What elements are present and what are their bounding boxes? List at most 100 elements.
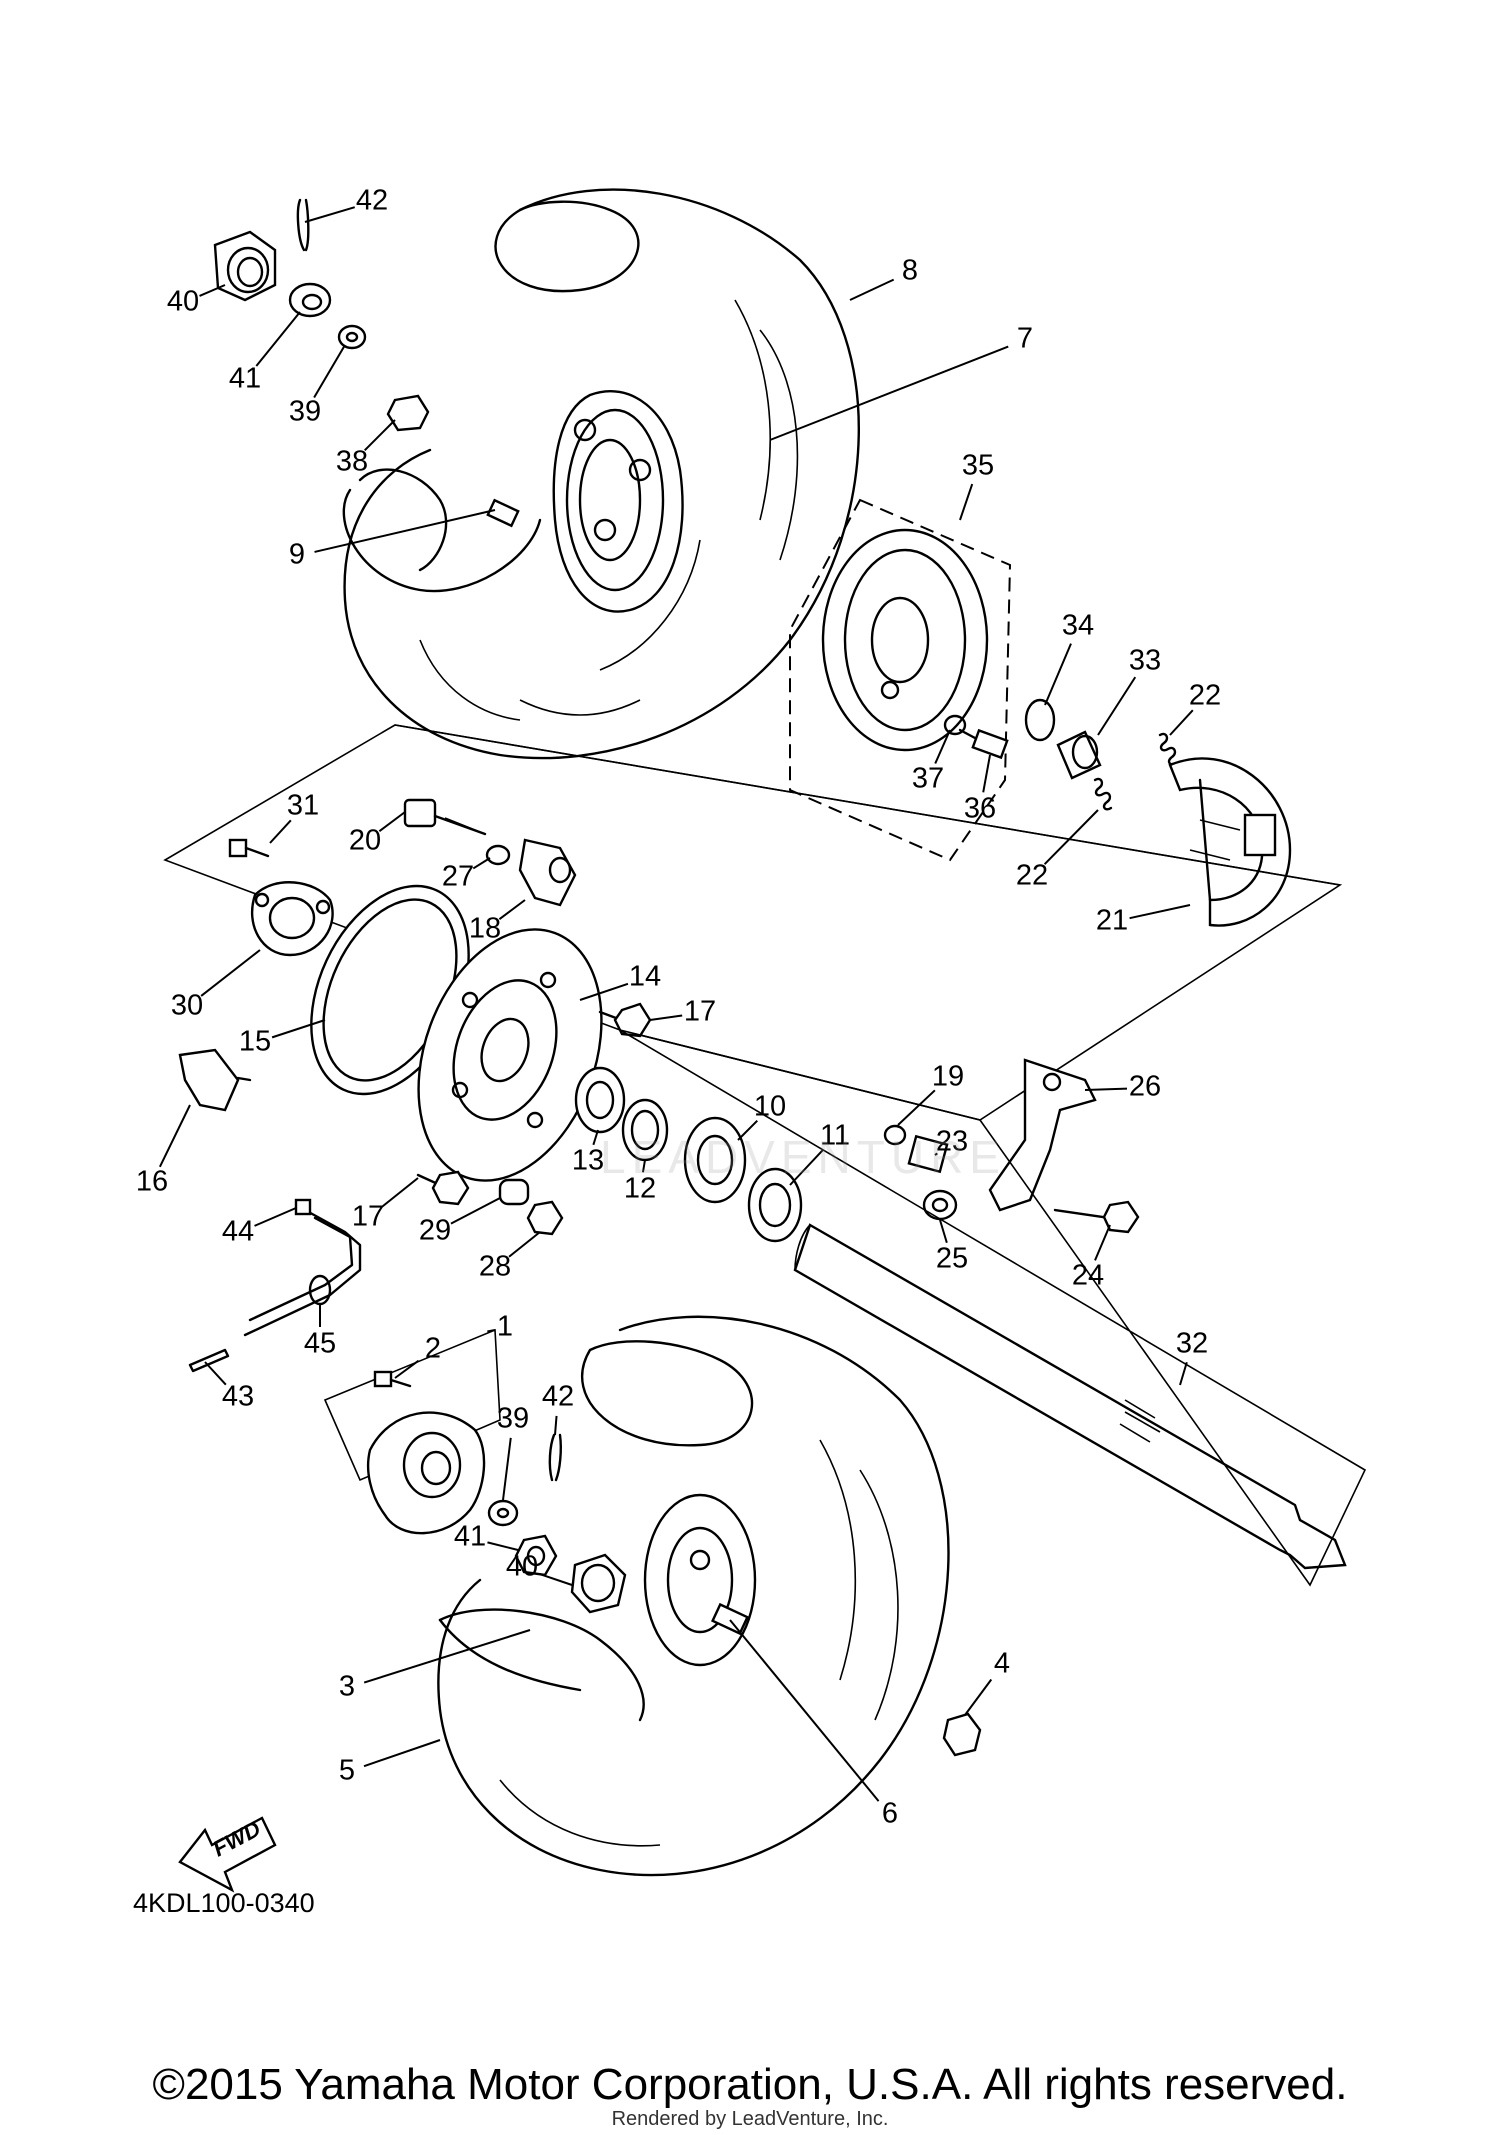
callout-38: 38: [336, 446, 368, 478]
callout-20: 20: [349, 825, 381, 857]
callout-8: 8: [902, 255, 918, 287]
leader-line-36: [982, 754, 991, 793]
callout-27: 27: [442, 861, 474, 893]
callout-13: 13: [572, 1145, 604, 1177]
callout-17a: 17: [684, 996, 716, 1028]
leader-line-31: [269, 819, 292, 844]
callout-18: 18: [469, 913, 501, 945]
bolt-17b: [416, 1170, 470, 1206]
callout-42a: 42: [356, 185, 388, 217]
leader-line-6: [729, 1619, 880, 1802]
washer-39-bottom: [487, 1499, 519, 1527]
leader-line-24: [1094, 1224, 1111, 1261]
pin-43: [188, 1348, 230, 1373]
callout-1: 1: [497, 1311, 513, 1343]
collar-25: [922, 1189, 958, 1221]
leader-line-44: [254, 1207, 297, 1227]
leader-line-28: [508, 1231, 541, 1258]
callout-45: 45: [304, 1328, 336, 1360]
brake-shoe: [1168, 757, 1292, 927]
leader-line-35: [959, 483, 974, 521]
plate-30: [250, 881, 334, 957]
copyright-notice: ©2015 Yamaha Motor Corporation, U.S.A. A…: [152, 2060, 1348, 2109]
leader-line-20: [378, 811, 406, 833]
leader-line-29: [450, 1197, 501, 1225]
callout-16: 16: [136, 1166, 168, 1198]
callout-14: 14: [629, 961, 661, 993]
leader-line-32: [1179, 1361, 1188, 1386]
callout-34: 34: [1062, 610, 1094, 642]
callout-11: 11: [820, 1120, 850, 1152]
leader-line-2: [394, 1359, 420, 1379]
callout-33: 33: [1129, 645, 1161, 677]
callout-26: 26: [1129, 1071, 1161, 1103]
o-ring-37: [943, 714, 967, 736]
lower-tire: [437, 1315, 950, 1877]
callout-43: 43: [222, 1381, 254, 1413]
callout-25: 25: [936, 1243, 968, 1275]
upper-rim: [342, 390, 684, 613]
callout-44: 44: [222, 1216, 254, 1248]
bracket-18: [518, 838, 577, 907]
bearing-10: [683, 1116, 747, 1204]
leader-line-1: [487, 1329, 496, 1333]
leader-line-40b: [538, 1572, 573, 1586]
leader-line-42a: [304, 206, 356, 223]
callout-10: 10: [754, 1091, 786, 1123]
leader-line-16: [158, 1104, 191, 1168]
castle-nut-top: [213, 230, 277, 302]
brake-drum: [821, 528, 989, 752]
drum-assembly-box: [789, 498, 1012, 862]
leader-line-18: [498, 899, 526, 921]
leader-line-25: [939, 1219, 948, 1244]
leader-line-5: [363, 1739, 441, 1768]
callout-30: 30: [171, 990, 203, 1022]
axle-outline: [619, 1029, 1367, 1587]
leader-line-30: [200, 949, 261, 997]
leader-line-11: [789, 1149, 824, 1186]
leader-line-13: [592, 1129, 599, 1146]
seal-11: [747, 1167, 803, 1243]
leader-line-43: [204, 1361, 227, 1386]
bolt-17a: [598, 1002, 652, 1038]
callout-37: 37: [912, 763, 944, 795]
leader-line-42b: [554, 1415, 558, 1436]
watermark: LEADVENTURE: [600, 1131, 1006, 1183]
callout-40a: 40: [167, 286, 199, 318]
callout-12: 12: [624, 1173, 656, 1205]
brake-lever-26: [988, 1058, 1097, 1212]
callout-32: 32: [1176, 1328, 1208, 1360]
leader-line-12: [641, 1159, 646, 1173]
leader-line-19: [897, 1089, 936, 1126]
leader-line-23: [934, 1152, 938, 1156]
castle-nut-bottom: [570, 1553, 627, 1614]
nut-38: [386, 394, 430, 432]
callout-41a: 41: [229, 363, 261, 395]
callout-24: 24: [1072, 1260, 1104, 1292]
callout-22a: 22: [1189, 680, 1221, 712]
rear-axle-32: [793, 1223, 1347, 1570]
part-code: 4KDL100-0340: [133, 1888, 315, 1918]
callout-19: 19: [932, 1061, 964, 1093]
bolt-31: [228, 838, 270, 858]
callout-4: 4: [994, 1648, 1010, 1680]
leader-line-21: [1129, 904, 1191, 920]
callout-31: 31: [287, 790, 319, 822]
leader-line-14: [579, 982, 629, 1001]
callout-41b: 41: [454, 1521, 486, 1553]
washer-41-top: [288, 282, 332, 318]
leader-line-17b: [381, 1177, 419, 1208]
seal-12: [621, 1098, 669, 1162]
cotter-pin-bottom: [548, 1433, 562, 1482]
callout-7: 7: [1017, 323, 1033, 355]
callout-15: 15: [239, 1026, 271, 1058]
rendered-by-notice: Rendered by LeadVenture, Inc.: [611, 2108, 889, 2130]
leader-line-22b: [1043, 809, 1099, 865]
bolt-24: [1053, 1200, 1140, 1234]
fwd-arrow-icon: FWD: [178, 1816, 277, 1893]
callout-22b: 22: [1016, 860, 1048, 892]
nut-4: [942, 1712, 982, 1757]
callout-23: 23: [936, 1126, 968, 1158]
collar-33: [1056, 730, 1102, 780]
